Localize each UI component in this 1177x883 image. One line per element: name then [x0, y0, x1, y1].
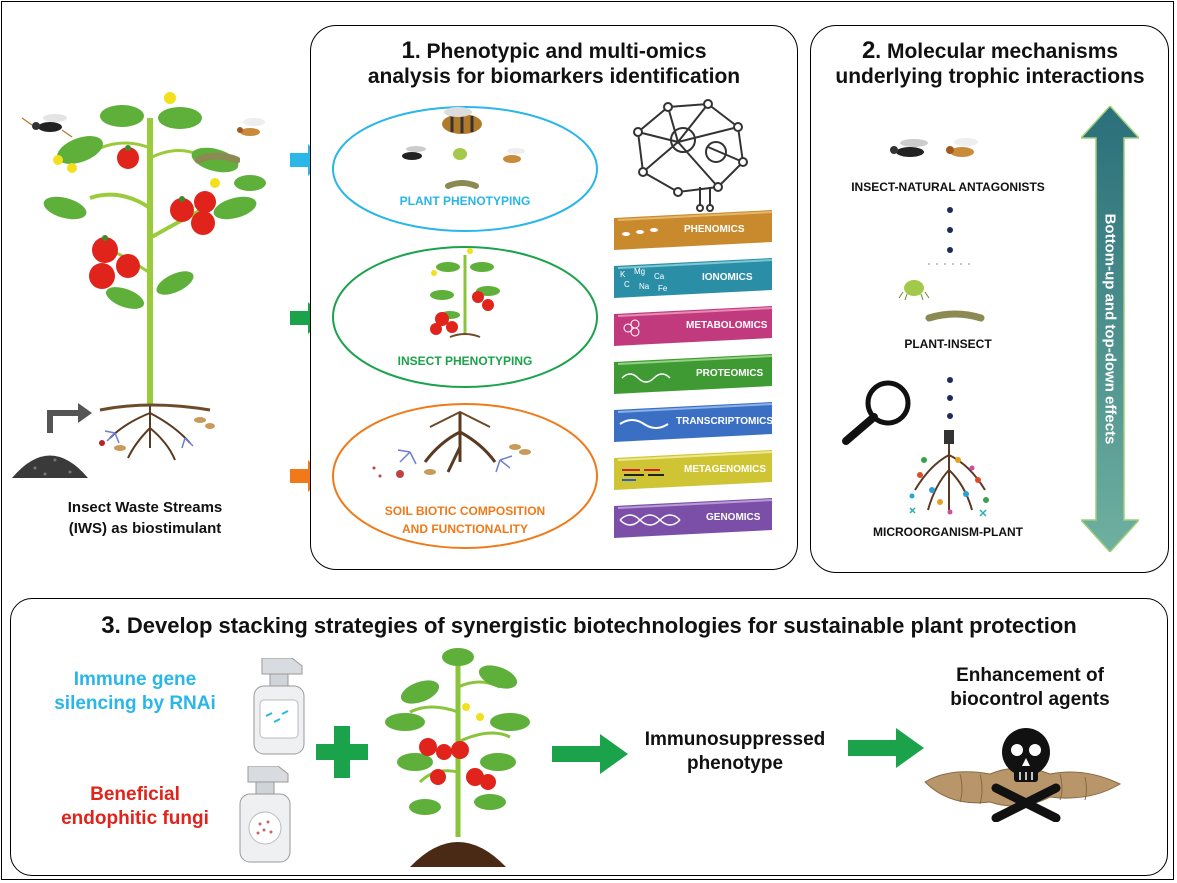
- arrow-to-immunosuppressed: [552, 734, 628, 774]
- panel1-title-num: 1: [401, 37, 415, 64]
- magnifier-icon: [842, 380, 911, 445]
- panel1-title-line1: . Phenotypic and multi-omics: [414, 40, 707, 63]
- potted-tomato-plant-icon: [385, 648, 530, 867]
- omics-layer-phenomics: PHENOMICS: [614, 210, 773, 250]
- dead-larva-skull-icon: [924, 728, 1122, 822]
- ellipse-soil-composition: [332, 403, 598, 549]
- omics-label-ionomics: IONOMICS: [702, 272, 753, 283]
- immunosuppressed-label-line1: Immunosuppressed: [644, 729, 826, 750]
- bottom-up-top-down-label: Bottom-up and top-down effects: [1101, 213, 1119, 445]
- immunosuppressed-label-line2: phenotype: [686, 753, 784, 774]
- panel2-title: 2. Molecular mechanisms underlying troph…: [815, 38, 1165, 89]
- iws-label: Insect Waste Streams (IWS) as biostimula…: [40, 497, 250, 539]
- ionomics-element-ca: Ca: [654, 272, 665, 281]
- soil-composition-label: SOIL BIOTIC COMPOSITION AND FUNCTIONALIT…: [340, 502, 590, 538]
- wasp-icon: [237, 118, 265, 136]
- omics-layer-genomics: GENOMICS: [614, 498, 773, 538]
- omics-label-genomics: GENOMICS: [706, 512, 761, 523]
- omics-label-transcriptomics: TRANSCRIPTOMICS: [676, 416, 774, 427]
- larva-icon: [925, 310, 985, 322]
- dots-connector-top: [928, 207, 972, 265]
- aphid-icon: [898, 280, 930, 300]
- bottom-up-top-down-arrow: [1081, 106, 1139, 552]
- ionomics-element-c: C: [624, 280, 630, 289]
- fungi-label: Beneficial endophitic fungi: [40, 783, 230, 831]
- panel2-title-line2: underlying trophic interactions: [835, 65, 1145, 88]
- panel2-title-line1: . Molecular mechanisms: [875, 40, 1119, 63]
- tomato-plant-illustration: [12, 92, 266, 478]
- plus-icon: [316, 726, 368, 778]
- omics-label-phenomics: PHENOMICS: [684, 224, 745, 235]
- omics-label-metagenomics: METAGENOMICS: [684, 464, 767, 475]
- iws-label-line2: (IWS) as biostimulant: [68, 520, 222, 537]
- panel3-title: 3. Develop stacking strategies of synerg…: [14, 613, 1164, 638]
- ionomics-element-na: Na: [639, 282, 650, 291]
- rnai-label-line2: silencing by RNAi: [54, 693, 216, 714]
- ionomics-element-fe: Fe: [658, 284, 668, 293]
- parasitoid-wasp-icon: [21, 114, 73, 138]
- rnai-label-line1: Immune gene: [73, 669, 197, 690]
- soil-composition-label-line1: SOIL BIOTIC COMPOSITION: [384, 504, 546, 518]
- arrow-to-biocontrol: [848, 728, 924, 768]
- panel2-title-num: 2: [861, 37, 876, 64]
- microorganism-roots-icon: [909, 430, 989, 517]
- biocontrol-label-line1: Enhancement of: [956, 665, 1104, 686]
- biocontrol-label-line2: biocontrol agents: [950, 689, 1110, 710]
- panel1-title-line2: analysis for biomarkers identification: [367, 65, 741, 88]
- caterpillar-icon: [195, 152, 240, 164]
- ionomics-element-mg: Mg: [634, 267, 646, 276]
- omics-label-metabolomics: METABOLOMICS: [686, 320, 768, 331]
- panel3-title-text: . Develop stacking strategies of synergi…: [114, 613, 1077, 638]
- omics-layer-metagenomics: METAGENOMICS: [614, 450, 773, 490]
- ionomics-element-k: K: [620, 270, 626, 279]
- network-brain-icon: [633, 99, 748, 212]
- insect-phenotyping-label: INSECT PHENOTYPING: [397, 354, 533, 368]
- immunosuppressed-label: Immunosuppressed phenotype: [630, 728, 840, 776]
- panel1-title: 1. Phenotypic and multi-omics analysis f…: [318, 38, 790, 89]
- omics-layer-ionomics: K Mg Ca C Na Fe IONOMICS: [614, 258, 773, 298]
- biocontrol-label: Enhancement of biocontrol agents: [930, 664, 1130, 712]
- panel3-title-num: 3: [101, 612, 115, 639]
- spray-bottle-fungi-icon: [239, 766, 291, 863]
- plant-phenotyping-label: PLANT PHENOTYPING: [399, 194, 531, 208]
- ellipse-plant-phenotyping: [332, 106, 598, 232]
- panel-stacking-strategies: [10, 598, 1168, 876]
- omics-layer-proteomics: PROTEOMICS: [614, 354, 773, 394]
- natural-antagonists-icon: [890, 138, 978, 157]
- iws-label-line1: Insect Waste Streams: [67, 499, 223, 516]
- rnai-label: Immune gene silencing by RNAi: [40, 668, 230, 716]
- dots-connector-bottom: [947, 377, 953, 419]
- spray-bottle-rnai-icon: [253, 658, 305, 755]
- fungi-label-line2: endophitic fungi: [61, 808, 209, 829]
- fungi-label-line1: Beneficial: [90, 784, 180, 805]
- level-insect-natural-antagonists: INSECT-NATURAL ANTAGONISTS: [851, 180, 1045, 194]
- soil-composition-label-line2: AND FUNCTIONALITY: [402, 522, 528, 536]
- level-microorganism-plant: MICROORGANISM-PLANT: [873, 525, 1023, 539]
- omics-layer-transcriptomics: TRANSCRIPTOMICS: [614, 402, 774, 442]
- level-plant-insect: PLANT-INSECT: [904, 337, 992, 351]
- ellipse-insect-phenotyping: [332, 246, 598, 388]
- omics-label-proteomics: PROTEOMICS: [696, 368, 764, 379]
- omics-layer-metabolomics: METABOLOMICS: [614, 306, 773, 346]
